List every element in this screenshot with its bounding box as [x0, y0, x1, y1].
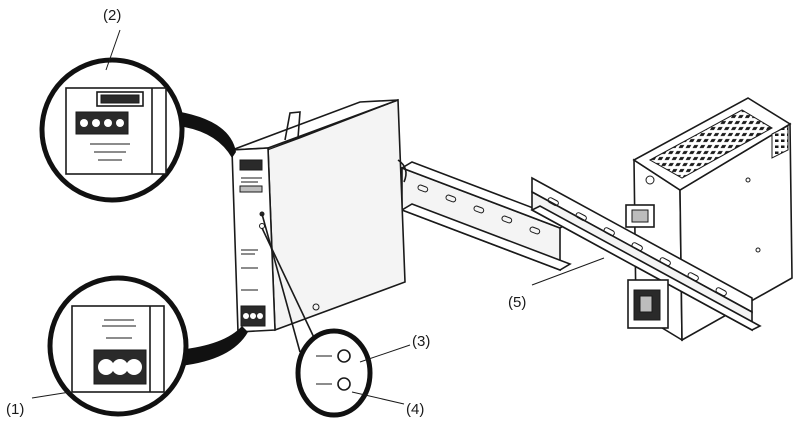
- callout-2: (2): [103, 7, 121, 24]
- rail-slots-left: [417, 184, 541, 235]
- top-vent: [261, 103, 389, 153]
- top-hook: [284, 111, 301, 141]
- top-terminal-block: [239, 159, 263, 171]
- callout-3: (3): [412, 333, 430, 350]
- dc-ok-led-icon: [337, 349, 351, 363]
- housing-front: [231, 147, 276, 333]
- magnifier-bottom-terminal: [47, 275, 248, 417]
- power-supply-front-view: [231, 98, 572, 333]
- rail-slots-right: [547, 197, 727, 297]
- voltage-adjust-icon: [337, 377, 351, 391]
- leader-lines: [31, 29, 605, 405]
- callout-1: (1): [6, 401, 24, 418]
- callout-5: (5): [508, 294, 526, 311]
- callout-4: (4): [406, 401, 424, 418]
- magnifier-top-terminal: [39, 57, 236, 203]
- din-rail-left: [400, 161, 572, 272]
- magnifier-led-adjust: [261, 213, 373, 418]
- din-rail-right: [530, 176, 762, 332]
- power-supply-rear-view: [530, 97, 793, 342]
- terminal-screws-top: [75, 111, 129, 135]
